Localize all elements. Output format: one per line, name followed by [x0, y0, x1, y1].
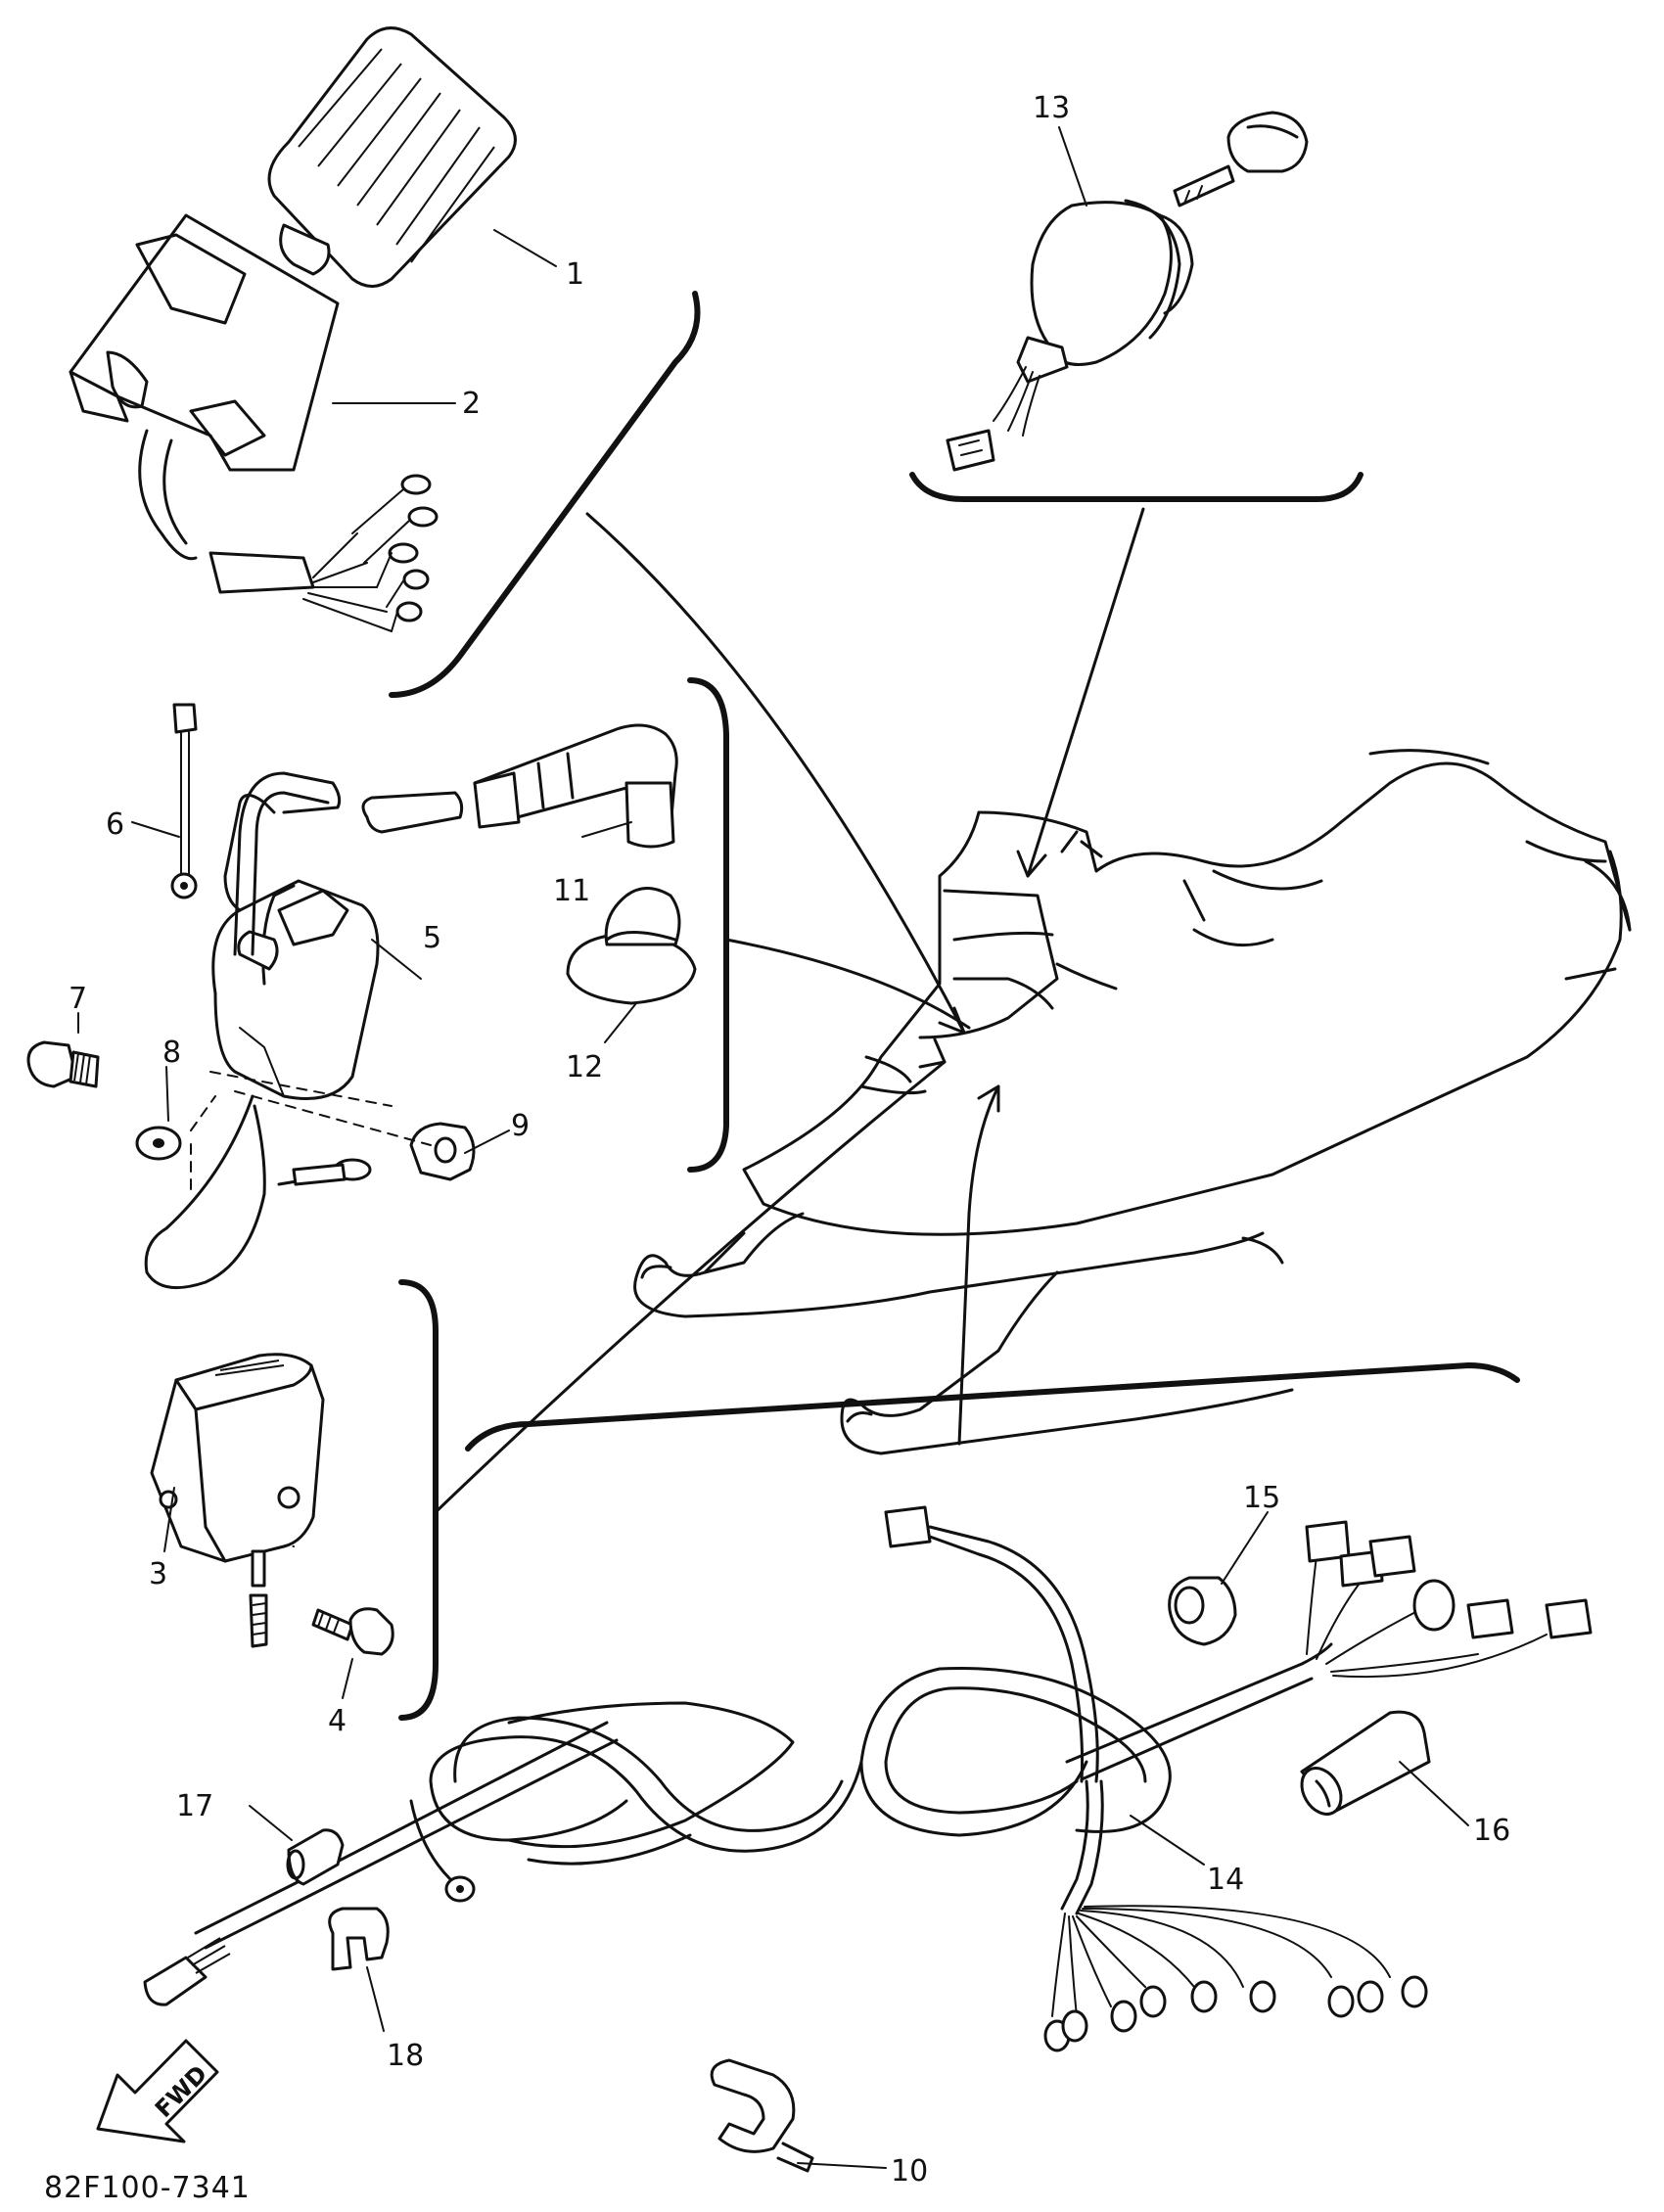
part-4-bolt[interactable]	[311, 1607, 394, 1656]
part-11-plug-cap[interactable]	[361, 723, 678, 849]
callout-15: 15	[1243, 1481, 1280, 1515]
part-14-wire-harness[interactable]	[143, 1505, 1593, 2052]
callout-17: 17	[176, 1789, 213, 1823]
grouping-brackets	[389, 291, 1520, 1721]
part-7-bolt[interactable]	[26, 1040, 100, 1088]
callout-7: 7	[69, 982, 87, 1016]
callout-1: 1	[566, 257, 584, 292]
callout-12: 12	[566, 1050, 603, 1084]
callout-11: 11	[553, 874, 590, 908]
part-15-grommet[interactable]	[1168, 1576, 1237, 1646]
part-3-voltage-regulator[interactable]	[150, 1353, 325, 1648]
callout-8: 8	[162, 1036, 181, 1070]
forward-direction-arrow: FWD	[96, 2039, 219, 2143]
callout-10: 10	[891, 2154, 928, 2189]
snowmobile-body-outline	[633, 749, 1632, 1455]
callout-3: 3	[149, 1557, 167, 1591]
callout-13: 13	[1033, 91, 1070, 125]
part-13-main-switch[interactable]	[946, 111, 1309, 472]
callout-14: 14	[1207, 1863, 1244, 1897]
part-1-cdi-unit[interactable]	[267, 26, 517, 288]
callout-5: 5	[423, 921, 441, 955]
part-5-ignition-coil[interactable]	[144, 771, 380, 1290]
callout-2: 2	[462, 387, 481, 421]
part-9-nut[interactable]	[409, 1122, 476, 1181]
callout-leaders	[77, 126, 1469, 2169]
callout-16: 16	[1473, 1814, 1510, 1848]
part-12-rubber-cap[interactable]	[566, 887, 697, 1005]
part-16-cap[interactable]	[1294, 1710, 1431, 1820]
callout-6: 6	[106, 807, 124, 842]
diagram-code: 82F100-7341	[44, 2171, 251, 2205]
part-17-sleeve[interactable]	[286, 1828, 345, 1886]
assembly-leader-lines	[434, 507, 1145, 1514]
part-8-washer[interactable]	[135, 1126, 182, 1161]
callout-labels: 1 2 3 4 5 6 7 8 9 10 11 12 13 14 15 16 1…	[69, 91, 1510, 2189]
callout-18: 18	[387, 2039, 424, 2073]
part-2-bracket[interactable]	[69, 213, 439, 632]
part-18-clamp[interactable]	[328, 1907, 390, 1971]
part-6-ground-lead[interactable]	[170, 703, 198, 899]
part-10-clamp[interactable]	[710, 2058, 814, 2173]
callout-9: 9	[511, 1109, 530, 1143]
callout-4: 4	[328, 1704, 347, 1738]
